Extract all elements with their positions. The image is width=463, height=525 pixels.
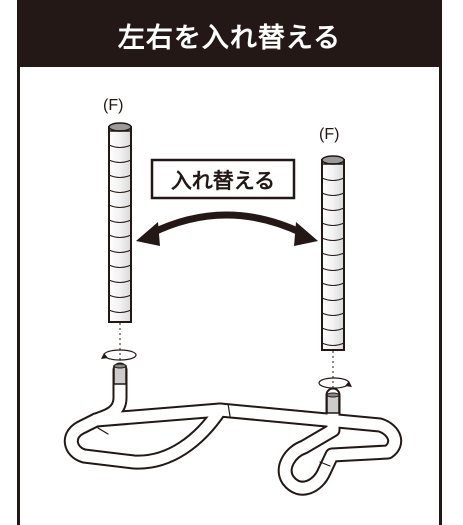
instruction-panel: 左右を入れ替える xyxy=(17,0,442,525)
left-base-post xyxy=(113,363,127,385)
right-pole-label: (F) xyxy=(319,126,339,143)
panel-title: 左右を入れ替える xyxy=(20,3,439,67)
left-pole xyxy=(108,122,132,370)
right-rotate-icon xyxy=(318,377,352,389)
left-rotate-icon xyxy=(101,349,137,361)
swap-label: 入れ替える xyxy=(171,169,275,193)
right-pole xyxy=(321,155,345,395)
right-base-post xyxy=(326,392,340,414)
left-pole-label: (F) xyxy=(103,97,123,114)
base-frame xyxy=(63,362,403,496)
swap-label-box xyxy=(150,158,296,200)
swap-arrow-icon xyxy=(136,211,318,246)
